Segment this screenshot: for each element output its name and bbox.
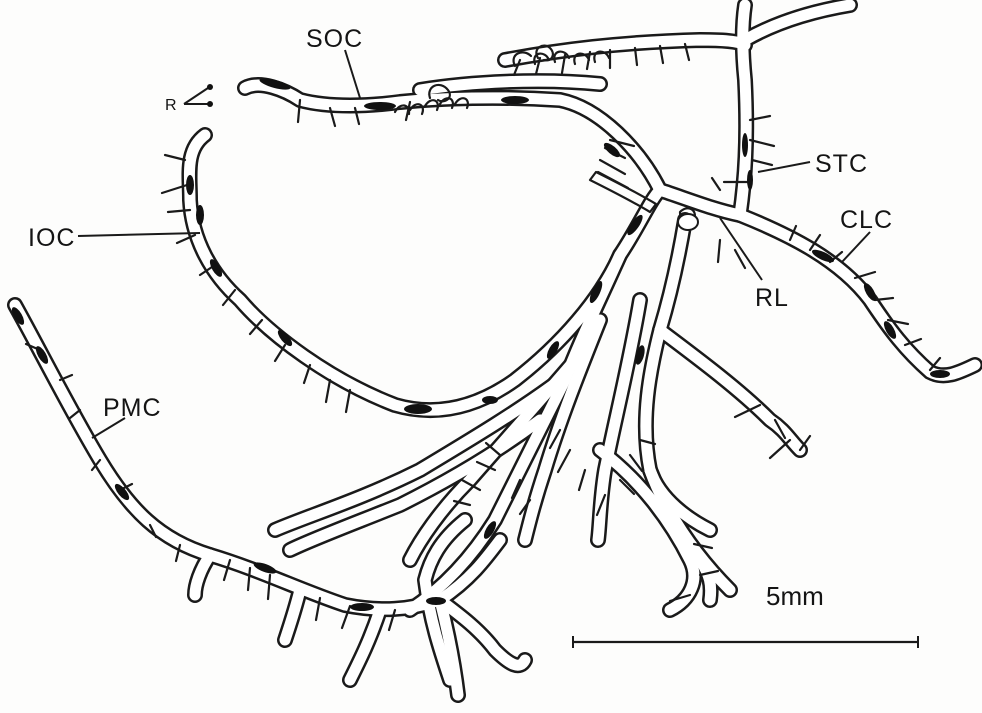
label-rl: RL [755,284,789,312]
label-clc: CLC [840,206,893,234]
r-marker [184,84,213,107]
scale-bar: 5mm [573,581,918,648]
label-stc: STC [815,150,868,178]
label-pmc: PMC [103,394,162,422]
label-r: R [165,97,177,114]
pore [678,214,698,230]
duct-system [15,5,975,695]
label-soc: SOC [306,25,363,53]
duct-cores [15,5,975,695]
duct-outlines [15,5,975,695]
label-ioc: IOC [28,224,75,252]
scale-bar-label: 5mm [766,581,824,611]
